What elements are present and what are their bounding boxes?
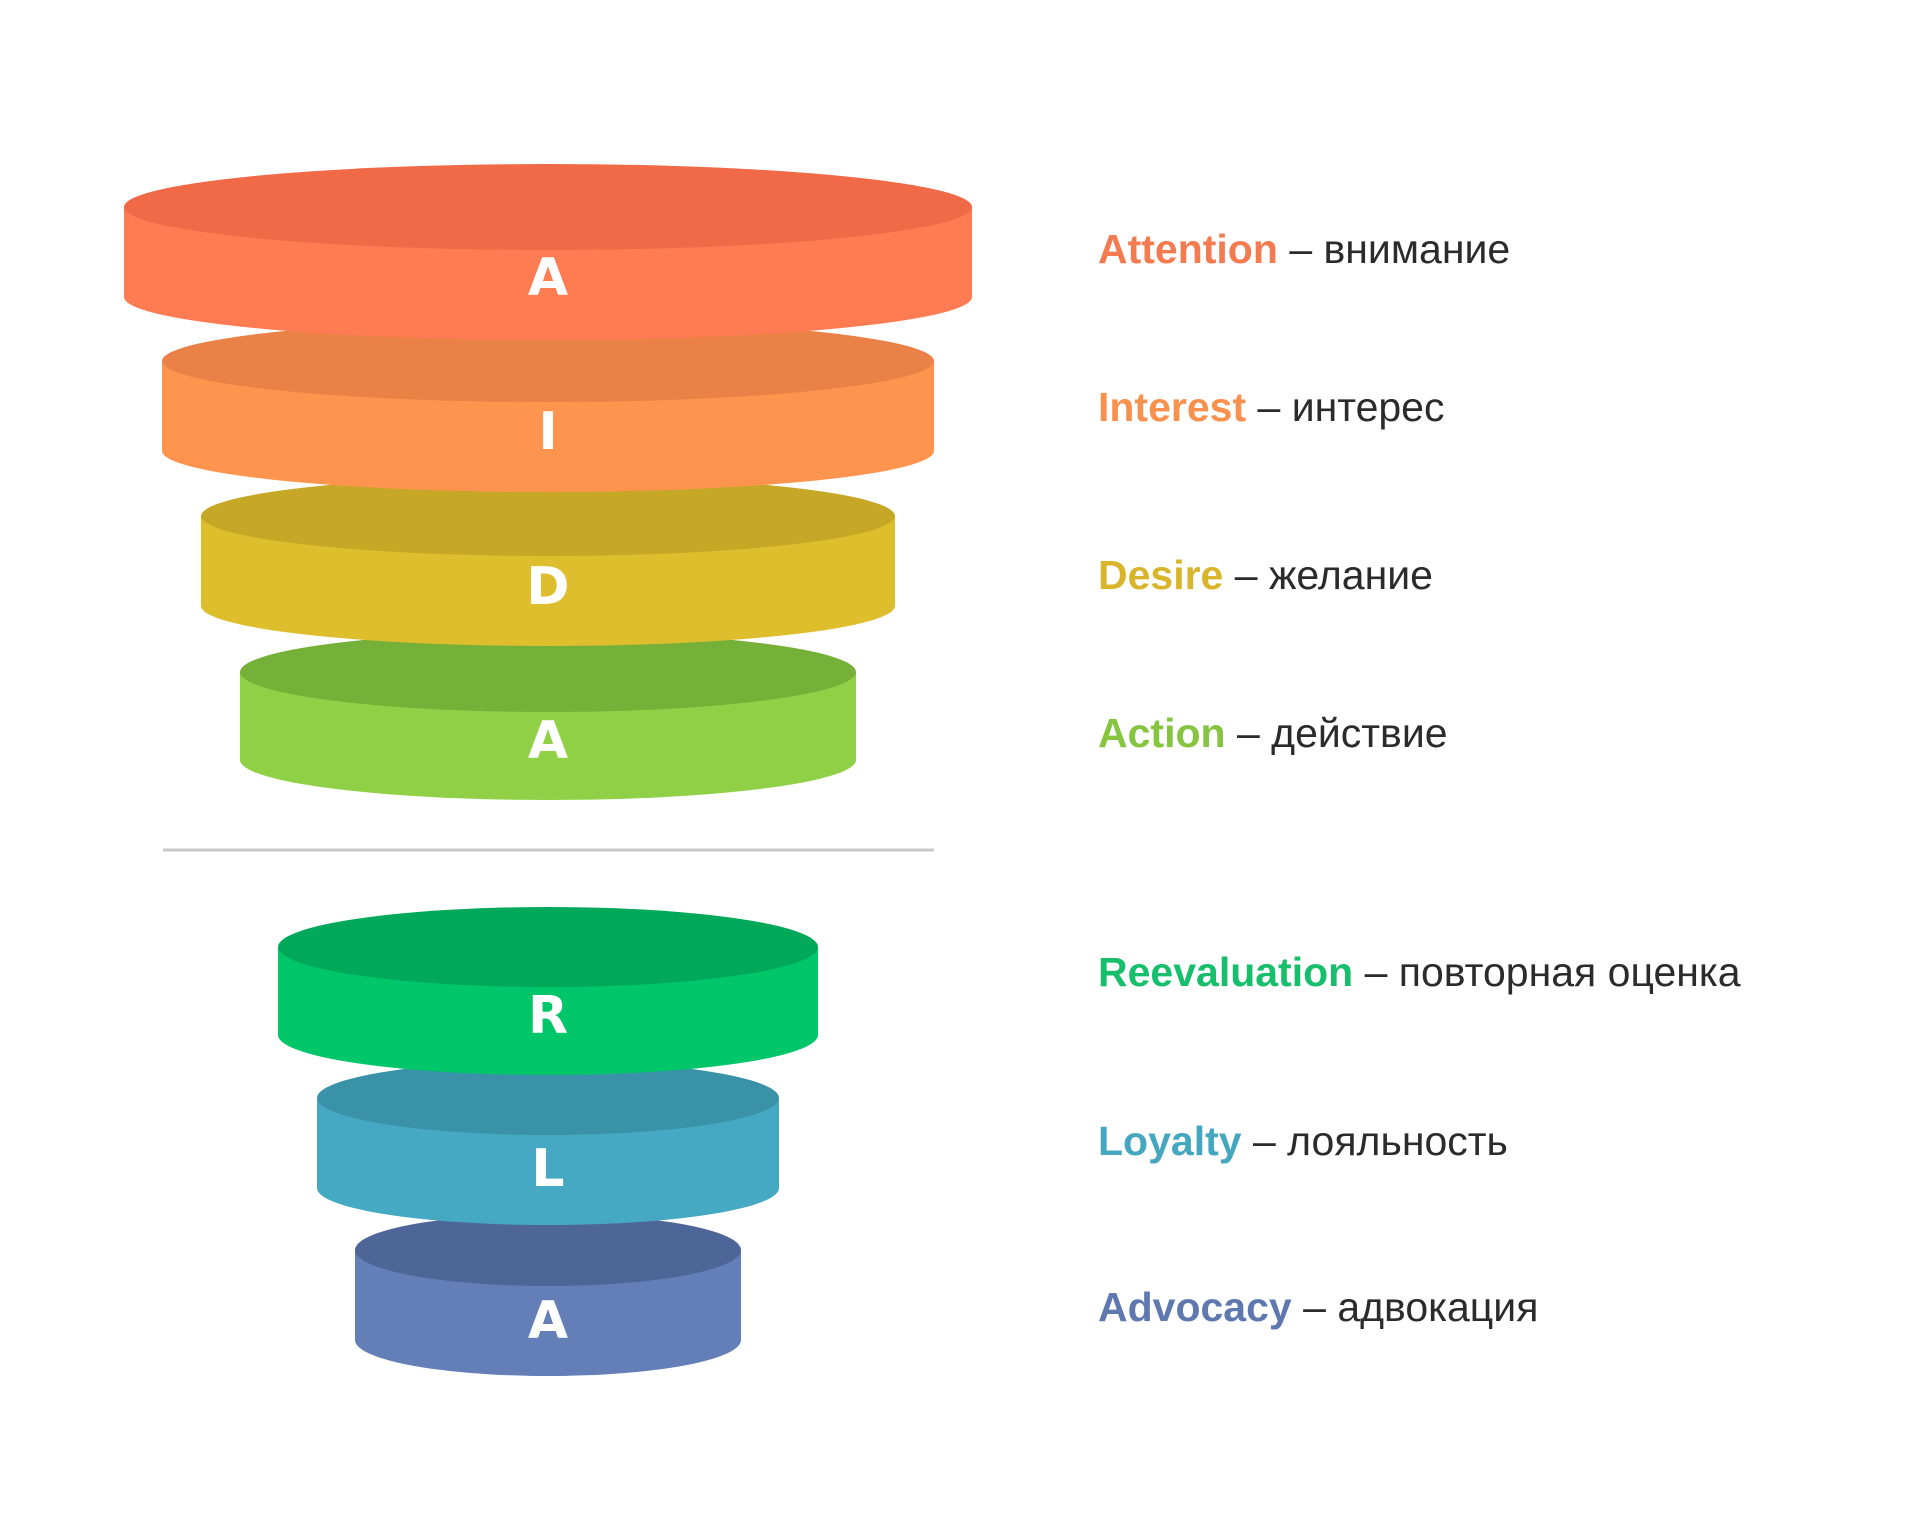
disk-side-advocacy [355, 1250, 741, 1376]
legend-term-interest: Interest [1098, 384, 1247, 430]
legend-translation-action: – действие [1236, 710, 1448, 756]
legend-translation-desire: – желание [1234, 552, 1433, 598]
disk-top-attention [124, 164, 972, 250]
funnel-disk-action: A [240, 632, 856, 800]
funnel-disk-interest: I [162, 320, 934, 492]
funnel-disk-loyalty: L [317, 1061, 779, 1225]
legend-term-desire: Desire [1098, 552, 1224, 598]
legend-translation-attention: – внимание [1289, 226, 1511, 272]
legend-term-attention: Attention [1098, 226, 1278, 272]
disk-top-advocacy [355, 1214, 741, 1286]
disk-letter-reevaluation: R [528, 986, 568, 1046]
funnel-disks: A L R A D I A [124, 164, 972, 1376]
disk-top-reevaluation [278, 907, 818, 987]
disk-letter-interest: I [538, 402, 557, 462]
legend-term-action: Action [1098, 710, 1226, 756]
funnel-disk-attention: A [124, 164, 972, 340]
disk-top-action [240, 632, 856, 712]
funnel-disk-reevaluation: R [278, 907, 818, 1075]
legend-translation-advocacy: – адвокация [1303, 1284, 1539, 1330]
disk-letter-action: A [528, 711, 568, 771]
disk-letter-advocacy: A [528, 1291, 568, 1351]
legend-translation-loyalty: – лояльность [1252, 1118, 1508, 1164]
funnel-disk-advocacy: A [355, 1214, 741, 1376]
legend-term-reevaluation: Reevaluation [1098, 949, 1354, 995]
legend-term-advocacy: Advocacy [1098, 1284, 1292, 1330]
funnel-disk-desire: D [201, 476, 895, 646]
legend-item-advocacy: Advocacy – адвокация [1098, 1282, 1538, 1332]
legend-item-loyalty: Loyalty – лояльность [1098, 1116, 1508, 1166]
legend-translation-interest: – интерес [1257, 384, 1445, 430]
disk-top-loyalty [317, 1061, 779, 1135]
disk-letter-loyalty: L [531, 1139, 564, 1199]
disk-letter-desire: D [526, 557, 569, 617]
disk-letter-attention: A [528, 248, 568, 308]
legend-term-loyalty: Loyalty [1098, 1118, 1242, 1164]
legend-item-desire: Desire – желание [1098, 550, 1433, 600]
disk-top-desire [201, 476, 895, 556]
legend-item-reevaluation: Reevaluation – повторная оценка [1098, 947, 1741, 997]
disk-top-interest [162, 320, 934, 402]
legend-item-action: Action – действие [1098, 708, 1448, 758]
legend-item-interest: Interest – интерес [1098, 382, 1444, 432]
legend-translation-reevaluation: – повторная оценка [1364, 949, 1741, 995]
legend-item-attention: Attention – внимание [1098, 224, 1510, 274]
